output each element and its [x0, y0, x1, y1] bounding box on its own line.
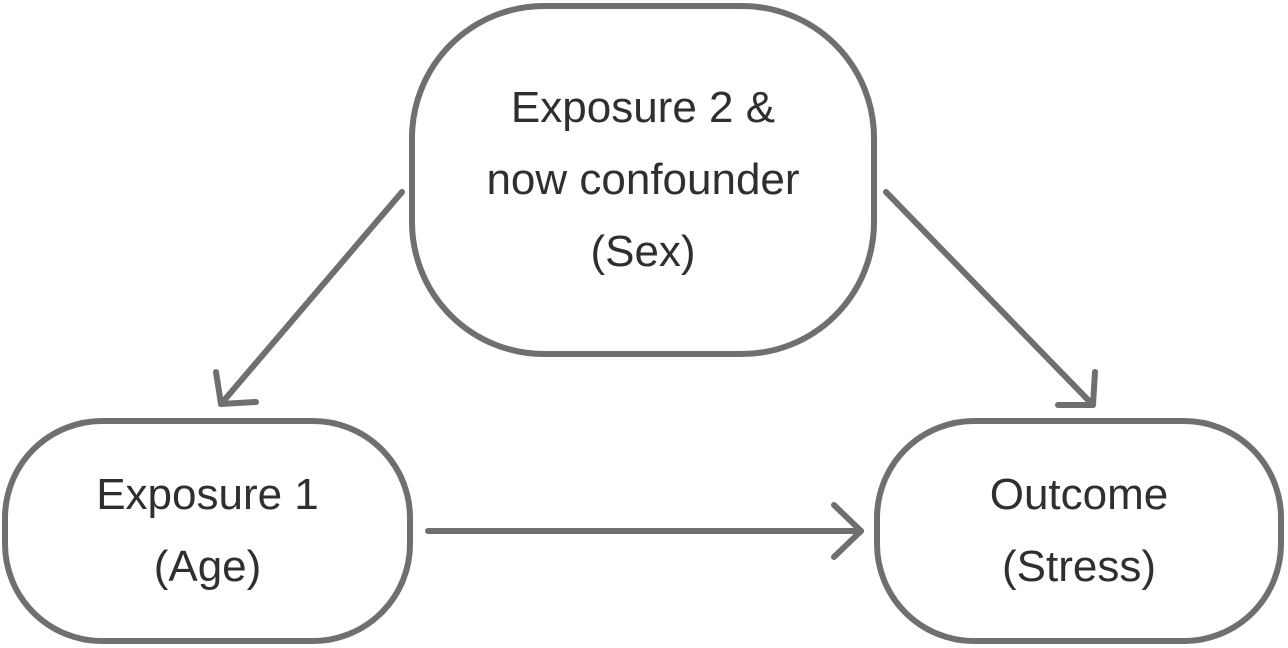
node-label-line: (Sex) — [590, 227, 696, 276]
node-label-line: (Stress) — [1002, 542, 1156, 591]
arrow-exposure1-to-outcome — [425, 502, 864, 560]
node-label-line: (Age) — [153, 542, 262, 591]
arrow-exposure2-to-exposure1 — [213, 189, 405, 407]
node-exposure-2-sex: Exposure 2 & now confounder (Sex) — [409, 3, 877, 357]
node-label-line: Exposure 1 — [96, 470, 319, 519]
node-label-line: now confounder — [486, 155, 800, 204]
arrow-exposure2-to-outcome — [883, 189, 1098, 408]
node-exposure-1-age: Exposure 1 (Age) — [2, 418, 413, 644]
node-label-line: Exposure 2 & — [510, 83, 776, 132]
node-outcome-stress: Outcome (Stress) — [874, 418, 1284, 644]
node-label-line: Outcome — [989, 470, 1169, 519]
